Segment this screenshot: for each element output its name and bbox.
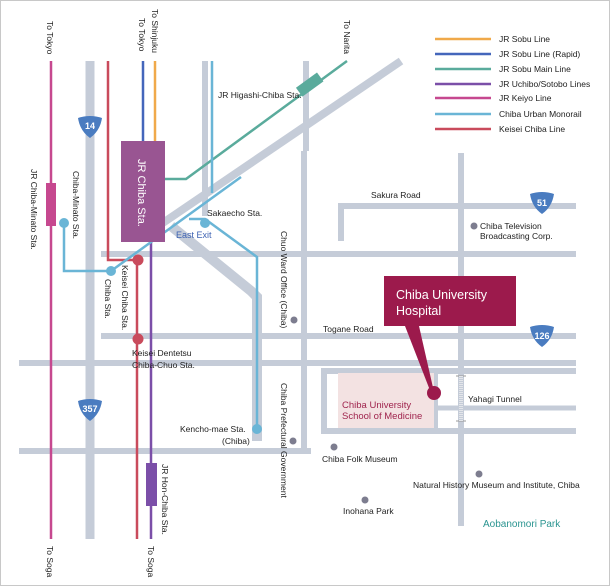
road-sakura xyxy=(338,203,576,241)
line-jr-sobu-main xyxy=(164,59,348,181)
legend-item: JR Keiyo Line xyxy=(435,93,552,103)
legend: JR Sobu Line JR Sobu Line (Rapid) JR Sobu … xyxy=(435,34,590,134)
station-keisei-chiba-dot xyxy=(132,254,144,266)
svg-text:357: 357 xyxy=(82,404,97,414)
label-yahagi-tunnel: Yahagi Tunnel xyxy=(468,394,522,404)
direction-to-narita: To Narita xyxy=(342,20,352,54)
legend-label: Chiba Urban Monorail xyxy=(499,109,582,119)
hospital-name-line1: Chiba University xyxy=(396,288,488,302)
label-chiba-minato: Chiba-Minato Sta. xyxy=(71,171,81,239)
label-kencho-mae-1: Kencho-mae Sta. xyxy=(180,424,246,434)
station-keisei-chiba-chuo-dot xyxy=(132,333,144,345)
route-shield-14: 14 xyxy=(78,116,102,138)
station-jr-chiba-label: JR Chiba Sta. xyxy=(135,159,147,227)
svg-text:14: 14 xyxy=(85,121,95,131)
station-chiba-monorail-dot xyxy=(106,266,116,276)
roads xyxy=(19,57,576,539)
direction-to-tokyo-rapid: To Tokyo xyxy=(137,18,147,52)
legend-label: JR Sobu Line (Rapid) xyxy=(499,49,580,59)
poi-chuo-ward-office-dot xyxy=(290,316,298,324)
label-keisei-chiba-chuo-1: Keisei Dentetsu xyxy=(132,348,192,358)
direction-to-soga-keiyo: To Soga xyxy=(45,546,55,577)
legend-label: JR Keiyo Line xyxy=(499,93,552,103)
label-keisei-chiba-chuo-2: Chiba-Chuo Sta. xyxy=(132,360,195,370)
legend-item: JR Sobu Line xyxy=(435,34,550,44)
station-jr-chiba-box[interactable] xyxy=(121,141,165,242)
poi-inohana-park-dot xyxy=(361,496,369,504)
label-folk-museum: Chiba Folk Museum xyxy=(322,454,398,464)
legend-item: Keisei Chiba Line xyxy=(435,124,565,134)
station-jr-higashi-chiba-marker xyxy=(295,72,324,97)
legend-item: Chiba Urban Monorail xyxy=(435,109,582,119)
label-natural-history: Natural History Museum and Institute, Ch… xyxy=(413,480,580,490)
station-kencho-mae-dot xyxy=(252,424,262,434)
label-chiba-tv-2: Broadcasting Corp. xyxy=(480,231,553,241)
station-sakaecho-dot xyxy=(200,218,210,228)
route-shield-357: 357 xyxy=(78,399,102,421)
label-east-exit: East Exit xyxy=(176,230,212,240)
line-keisei-chiba xyxy=(106,61,139,539)
label-kencho-mae-2: (Chiba) xyxy=(222,436,250,446)
hospital-name-line2: Hospital xyxy=(396,304,441,318)
label-jr-chiba-minato: JR Chiba-Minato Sta. xyxy=(29,169,39,250)
poi-natural-history-dot xyxy=(475,470,483,478)
station-chiba-minato-dot xyxy=(59,218,69,228)
label-jr-higashi-chiba: JR Higashi-Chiba Sta. xyxy=(218,90,302,100)
legend-label: JR Uchibo/Sotobo Lines xyxy=(499,79,590,89)
station-jr-hon-chiba-marker xyxy=(146,463,157,506)
route-shield-126: 126 xyxy=(530,325,554,347)
svg-text:51: 51 xyxy=(537,198,547,208)
legend-item: JR Sobu Line (Rapid) xyxy=(435,49,580,59)
label-jr-hon-chiba: JR Hon-Chiba Sta. xyxy=(160,464,170,535)
station-jr-chiba-minato-marker xyxy=(46,183,56,226)
poi-folk-museum-dot xyxy=(330,443,338,451)
line-chiba-monorail xyxy=(62,61,259,429)
school-of-medicine-area xyxy=(338,373,434,428)
poi-prefectural-gov-dot xyxy=(289,437,297,445)
direction-to-tokyo-keiyo: To Tokyo xyxy=(45,21,55,55)
label-sakura-road: Sakura Road xyxy=(371,190,421,200)
label-keisei-chiba: Keisei Chiba Sta. xyxy=(120,265,130,330)
label-school-2: School of Medicine xyxy=(342,411,422,422)
direction-to-shinjuku: To Shinjuku xyxy=(150,9,160,53)
label-chiba-tv-1: Chiba Television xyxy=(480,221,542,231)
svg-text:126: 126 xyxy=(534,331,549,341)
label-togane-road: Togane Road xyxy=(323,324,374,334)
label-sakaecho: Sakaecho Sta. xyxy=(207,208,262,218)
label-inohana-park: Inohana Park xyxy=(343,506,394,516)
label-aobanomori-park: Aobanomori Park xyxy=(483,519,561,530)
hospital-location-dot[interactable] xyxy=(427,386,441,400)
label-chiba-monorail: Chiba Sta. xyxy=(103,279,113,319)
poi-chiba-tv-dot xyxy=(470,222,478,230)
hospital-callout[interactable]: Chiba University Hospital xyxy=(384,276,516,400)
route-shield-51: 51 xyxy=(530,192,554,214)
legend-label: JR Sobu Main Line xyxy=(499,64,571,74)
legend-item: JR Sobu Main Line xyxy=(435,64,571,74)
label-chuo-ward-office: Chuo Ward Office (Chiba) xyxy=(279,231,289,328)
hospital-pointer xyxy=(405,326,434,393)
label-prefectural-gov: Chiba Prefectural Government xyxy=(279,383,289,498)
direction-to-soga-uchibo: To Soga xyxy=(146,546,156,577)
legend-item: JR Uchibo/Sotobo Lines xyxy=(435,79,590,89)
hospital-label-box[interactable] xyxy=(384,276,516,326)
label-school-1: Chiba University xyxy=(342,400,411,411)
legend-label: JR Sobu Line xyxy=(499,34,550,44)
legend-label: Keisei Chiba Line xyxy=(499,124,565,134)
road-diagonal-upper xyxy=(148,57,404,235)
yahagi-tunnel-marker xyxy=(456,375,466,422)
